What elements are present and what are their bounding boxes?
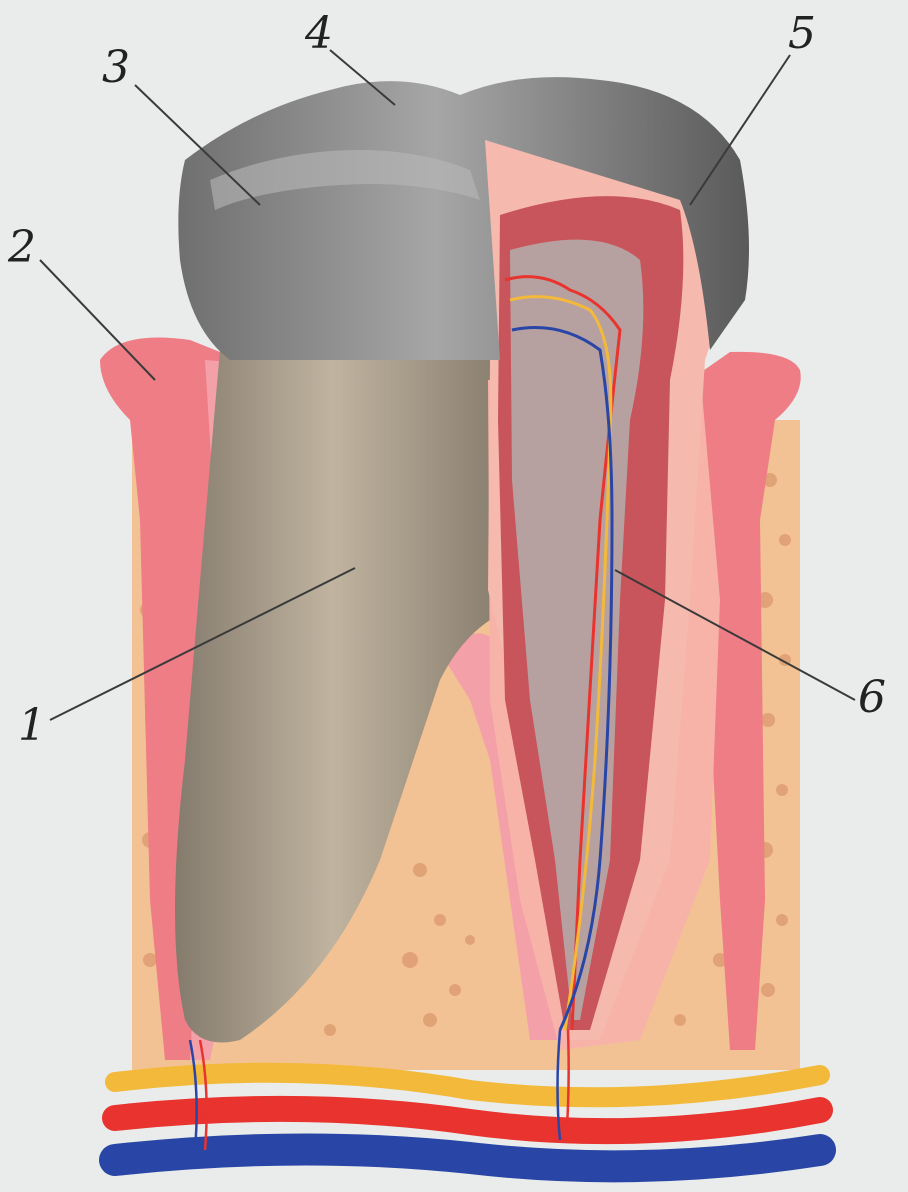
- artery: [115, 1109, 820, 1131]
- vein: [115, 1149, 820, 1166]
- label-4: 4: [304, 8, 333, 59]
- leader-2: [40, 260, 155, 380]
- nerve-band: [115, 1073, 820, 1167]
- label-2: 2: [7, 222, 36, 273]
- label-3: 3: [102, 42, 130, 93]
- label-6: 6: [858, 672, 886, 723]
- nerve: [115, 1073, 820, 1098]
- label-1: 1: [18, 700, 46, 751]
- label-5: 5: [788, 8, 816, 59]
